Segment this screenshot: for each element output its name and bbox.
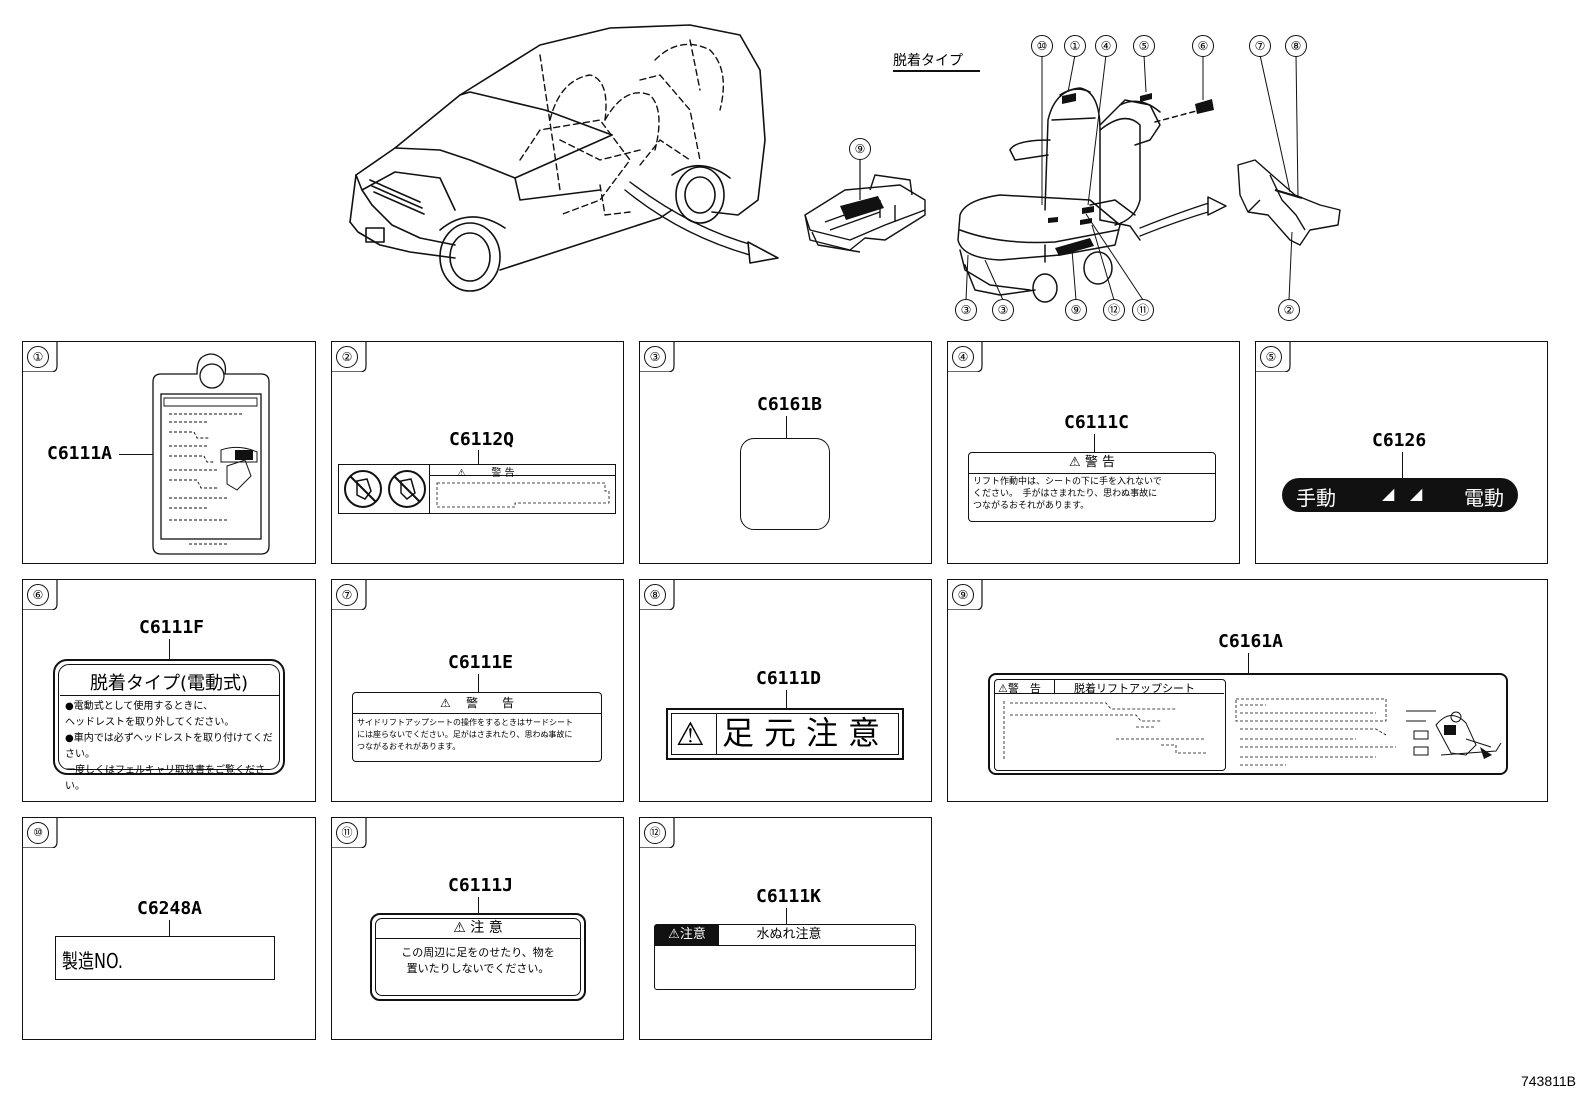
caution-title: 水ぬれ注意 (756, 927, 822, 942)
warning-text-lines (436, 482, 610, 508)
part-code: C6161A (1218, 631, 1284, 652)
panel-number: ④ (952, 346, 974, 368)
callout-2: ② (1278, 299, 1300, 321)
warning-body: サイドリフトアップシートの操作をするときはサードシートには座らないでください。足… (357, 718, 573, 751)
panel-12: ⑫ C6111K ⚠注意 水ぬれ注意 (639, 817, 932, 1040)
panel-number: ③ (644, 346, 666, 368)
callout-5: ⑤ (1133, 35, 1155, 57)
arrow-right-icon-2: ◢ (1410, 484, 1423, 503)
callout-8: ⑧ (1285, 35, 1307, 57)
panel-number: ② (336, 346, 358, 368)
panel-number: ⑫ (644, 822, 666, 844)
warning-header: ⚠ 警 告 (457, 468, 515, 479)
part-code: C6248A (137, 898, 203, 919)
caution-label: ⚠ 注 意 この周辺に足をのせたり、物を置いたりしないでください。 (370, 913, 586, 1001)
arrow-right-icon: ◢ (1382, 484, 1395, 503)
panel-number: ⑤ (1260, 346, 1282, 368)
panel-number: ① (27, 346, 49, 368)
panel-number: ⑪ (336, 822, 358, 844)
panel-10: ⑩ C6248A 製造NO. (22, 817, 316, 1040)
blank-label (740, 438, 830, 530)
panel-1: ① C6111A (22, 341, 316, 564)
callout-1: ① (1064, 35, 1086, 57)
panel-number: ⑥ (27, 584, 49, 606)
panel-6: ⑥ C6111F 脱着タイプ(電動式) ●電動式として使用するときに、ヘッドレス… (22, 579, 316, 802)
callout-6: ⑥ (1192, 35, 1214, 57)
manual-text: 手動 (1296, 486, 1336, 510)
caution-body: この周辺に足をのせたり、物を置いたりしないでください。 (401, 946, 555, 975)
electric-text: 電動 (1464, 486, 1504, 510)
part-code: C6111A (47, 443, 113, 464)
label-header-title: 脱着リフトアップシート (1074, 682, 1195, 695)
part-code: C6111K (756, 886, 822, 907)
panel-number: ⑦ (336, 584, 358, 606)
warning-triangle-icon: ⚠ (676, 715, 705, 753)
panel-11: ⑪ C6111J ⚠ 注 意 この周辺に足をのせたり、物を置いたりしないでくださ… (331, 817, 624, 1040)
label-detail-graphics (1003, 698, 1502, 766)
part-code: C6161B (757, 394, 823, 415)
water-caution-label: ⚠注意 水ぬれ注意 (654, 924, 916, 990)
panel-3: ③ C6161B (639, 341, 932, 564)
figure-id: 743811B (1520, 1073, 1576, 1089)
part-code: C6111E (448, 652, 514, 673)
warning-label: ⚠ 警 告 サイドリフトアップシートの操作をするときはサードシートには座らないで… (352, 692, 602, 762)
serial-number-label: 製造NO. (55, 936, 275, 980)
part-code: C6126 (1372, 430, 1427, 451)
label-body: ●電動式として使用するときに、ヘッドレストを取り外してください。●車内では必ずヘ… (65, 701, 273, 792)
part-code: C6111C (1064, 412, 1130, 433)
callout-10: ⑩ (1031, 35, 1053, 57)
callout-7: ⑦ (1249, 35, 1271, 57)
part-code: C6111F (139, 617, 205, 638)
label-header-left: ⚠警 告 (998, 682, 1041, 695)
vehicle-seat-illustration (349, 24, 1341, 303)
no-hand-icons (344, 470, 426, 508)
panel-number: ⑨ (952, 584, 974, 606)
part-code: C6111J (448, 875, 514, 896)
overview-diagram: 脱着タイプ ⑩ ① ④ ⑤ ⑥ ⑦ ⑧ ③ ③ ⑨ ⑫ ⑪ ② ⑨ (0, 0, 1592, 330)
label-text: 足元注意 (722, 714, 891, 752)
watch-step-label: ⚠ 足元注意 (666, 708, 904, 760)
removable-type-label: 脱着タイプ(電動式) ●電動式として使用するときに、ヘッドレストを取り外してくだ… (53, 659, 285, 792)
removable-type-label: 脱着タイプ (893, 53, 963, 69)
label-title: 脱着タイプ(電動式) (89, 673, 249, 694)
warning-label: ⚠ 警 告 (338, 464, 616, 514)
panel-number: ⑩ (27, 822, 49, 844)
callout-3b: ③ (992, 299, 1014, 321)
warning-body: リフト作動中は、シートの下に手を入れないでください。 手がはさまれたり、思わぬ事… (973, 477, 1162, 511)
panel-4: ④ C6111C ⚠ 警 告 リフト作動中は、シートの下に手を入れないでください… (947, 341, 1240, 564)
callout-11: ⑪ (1132, 299, 1154, 321)
warning-label: ⚠ 警 告 リフト作動中は、シートの下に手を入れないでください。 手がはさまれた… (968, 452, 1216, 522)
panel-2: ② C6112Q ⚠ 警 告 (331, 341, 624, 564)
panel-number: ⑧ (644, 584, 666, 606)
caution-header: ⚠ 注 意 (375, 918, 581, 939)
warning-header: ⚠ 警 告 (969, 453, 1215, 474)
warning-header: ⚠ 警 告 (353, 693, 601, 714)
callout-3a: ③ (955, 299, 977, 321)
callout-9-bottom: ⑨ (1065, 299, 1087, 321)
panel-5: ⑤ C6126 手動 ◢ ◢ 電動 (1255, 341, 1548, 564)
part-code: C6112Q (449, 429, 515, 450)
panel-7: ⑦ C6111E ⚠ 警 告 サイドリフトアップシートの操作をするときはサードシ… (331, 579, 624, 802)
hang-tag-label (152, 353, 270, 555)
panel-9: ⑨ C6161A ⚠警 告 脱着リフトアップシート (947, 579, 1548, 802)
label-text: 製造NO. (62, 949, 123, 973)
panel-8: ⑧ C6111D ⚠ 足元注意 (639, 579, 932, 802)
manual-electric-label: 手動 ◢ ◢ 電動 (1282, 478, 1518, 512)
callout-9-console: ⑨ (849, 138, 871, 160)
lift-up-seat-label: ⚠警 告 脱着リフトアップシート (988, 673, 1508, 775)
part-code: C6111D (756, 668, 822, 689)
callout-4: ④ (1095, 35, 1117, 57)
caution-tag: ⚠注意 (655, 925, 719, 945)
callout-12: ⑫ (1103, 299, 1125, 321)
